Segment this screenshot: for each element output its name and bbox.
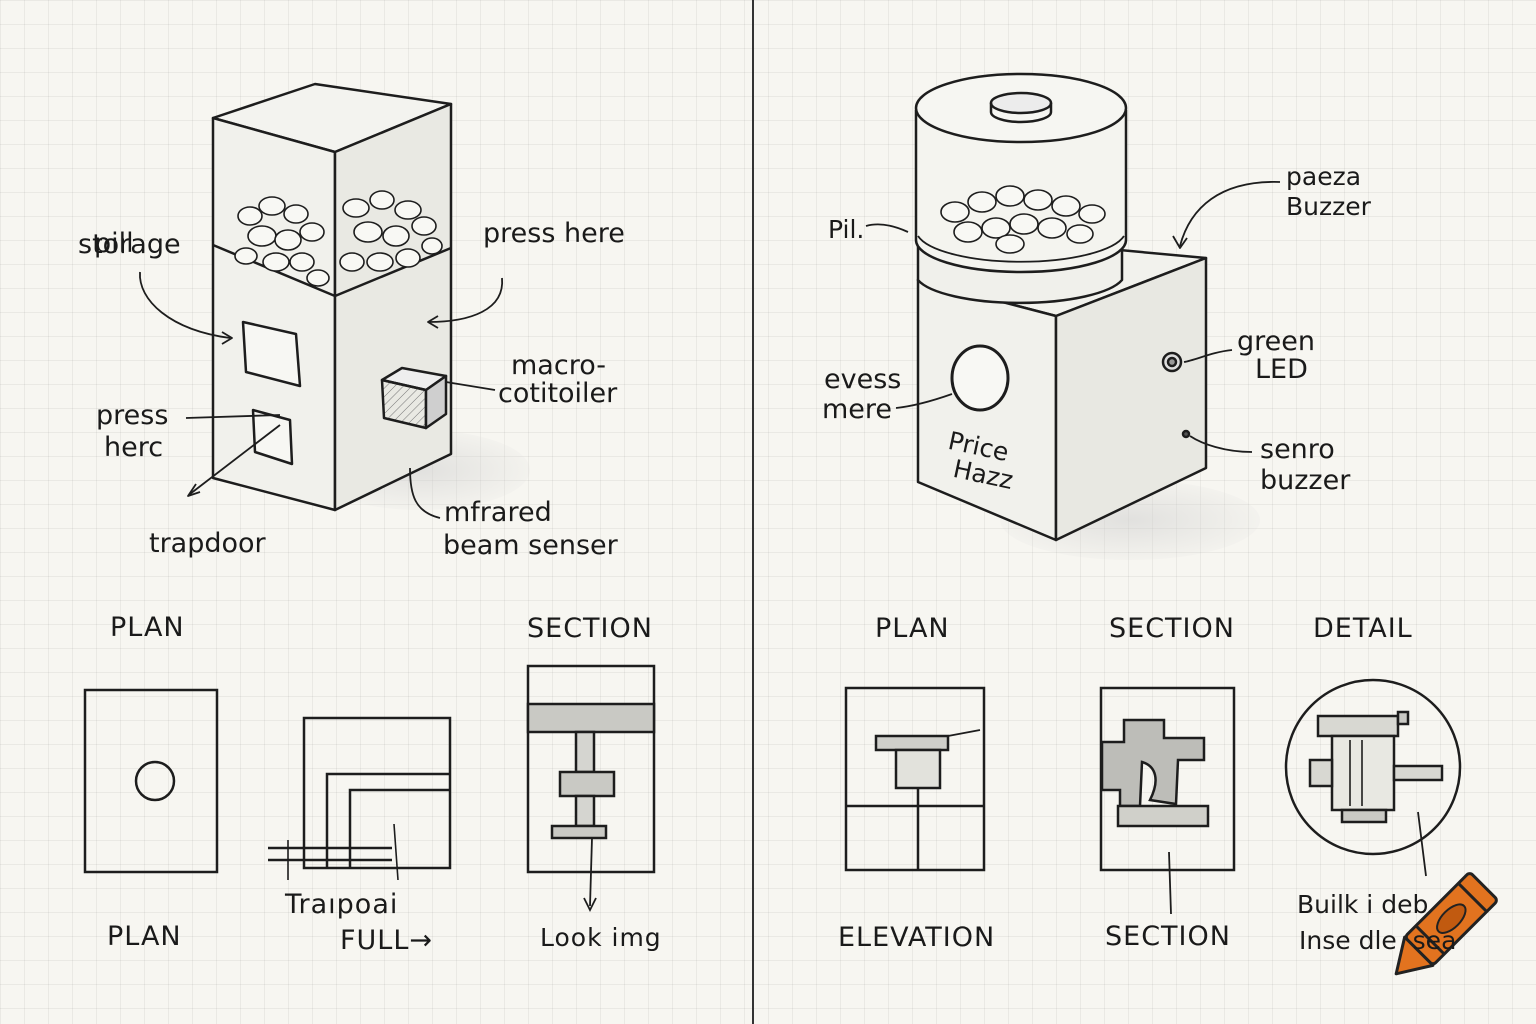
right-detail-caption-1: Builk i deb	[1297, 890, 1429, 919]
label-press-right-2: mere	[822, 394, 893, 425]
label-microcontroller-2: cotitoiler	[498, 378, 618, 409]
label-pill-storage: pill	[94, 228, 134, 259]
left-section-view	[526, 664, 656, 913]
right-elevation-view	[844, 686, 986, 872]
label-infrared-2: beam senser	[443, 530, 618, 561]
label-press-left-2: herc	[104, 432, 164, 463]
left-dispenser-drawing	[139, 82, 530, 519]
left-plan-view	[83, 688, 219, 874]
right-pill-pile	[940, 185, 1106, 254]
pill-pile	[234, 190, 443, 287]
left-section-caption: Look img	[540, 923, 662, 952]
label-piezo-1: paeza	[1286, 162, 1362, 191]
right-detail-caption-2: Inse dle sea	[1299, 926, 1457, 955]
left-trapdoor-caption-2: FULL→	[340, 925, 434, 956]
label-pil: Pil.	[828, 215, 865, 244]
right-section-caption: SECTION	[1105, 921, 1231, 952]
right-detail-heading: DETAIL	[1313, 613, 1413, 644]
label-piezo-2: Buzzer	[1286, 192, 1371, 221]
right-dispenser-drawing	[865, 72, 1281, 560]
label-sensor-buzzer-2: buzzer	[1260, 465, 1351, 496]
right-press-button	[950, 344, 1010, 412]
left-plan-heading: PLAN	[110, 612, 185, 643]
left-section-heading: SECTION	[527, 613, 653, 644]
label-green-led-1: green	[1237, 326, 1315, 357]
label-microcontroller-1: macro-	[511, 350, 606, 381]
right-elevation-caption: ELEVATION	[838, 922, 996, 953]
label-press-right-1: evess	[824, 364, 902, 395]
left-plan-caption: PLAN	[107, 921, 182, 952]
right-detail-view	[1284, 678, 1462, 877]
label-pill-storage-2: storage	[78, 229, 181, 260]
microcontroller-cube	[380, 366, 448, 430]
right-plan-heading: PLAN	[875, 613, 950, 644]
left-trapdoor-caption-1: Traıpoai	[285, 889, 399, 920]
label-infrared-1: mfrared	[444, 497, 552, 528]
left-trapdoor-slot	[251, 408, 294, 466]
label-press-here-top: press here	[483, 218, 625, 249]
label-sensor-buzzer-1: senro	[1260, 434, 1335, 465]
left-ortho-views	[83, 664, 656, 913]
right-section-view	[1099, 686, 1236, 915]
left-trapdoor-view	[268, 716, 452, 881]
right-section-heading: SECTION	[1109, 613, 1235, 644]
crayon-icon	[1394, 872, 1498, 976]
left-press-button	[241, 320, 302, 388]
right-ortho-views	[844, 678, 1462, 915]
label-press-left-1: press	[96, 400, 169, 431]
label-green-led-2: LED	[1255, 354, 1308, 385]
label-trapdoor: trapdoor	[149, 528, 266, 559]
